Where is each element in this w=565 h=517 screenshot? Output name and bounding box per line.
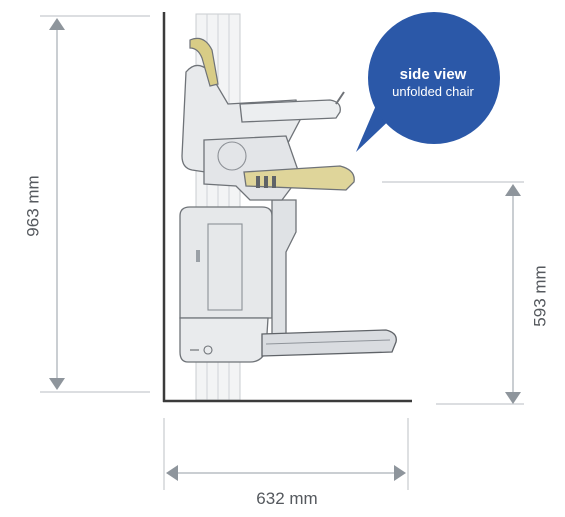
callout-title: side view <box>400 66 467 83</box>
stairlift-chair <box>179 37 397 363</box>
backrest-accent <box>189 37 219 87</box>
arrow-up-icon <box>505 184 521 196</box>
arrow-down-icon <box>49 378 65 390</box>
arrow-up-icon <box>49 18 65 30</box>
depth-label: 632 mm <box>256 489 317 508</box>
upper-armrest <box>239 99 341 123</box>
callout-bubble: side view unfolded chair <box>356 12 500 152</box>
arrow-down-icon <box>505 392 521 404</box>
height-dimension: 963 mm <box>23 15 150 393</box>
depth-dimension: 632 mm <box>163 418 409 508</box>
seat-height-dimension: 593 mm <box>382 181 549 405</box>
wall-and-floor <box>162 12 412 403</box>
height-total-label: 963 mm <box>23 175 42 236</box>
arrow-left-icon <box>166 465 178 481</box>
callout-subtitle: unfolded chair <box>392 84 474 99</box>
lower-armrest <box>243 165 355 191</box>
arrow-right-icon <box>394 465 406 481</box>
controls <box>256 176 276 188</box>
carriage-base <box>179 317 269 363</box>
seat-height-label: 593 mm <box>530 265 549 326</box>
footrest <box>261 329 397 357</box>
